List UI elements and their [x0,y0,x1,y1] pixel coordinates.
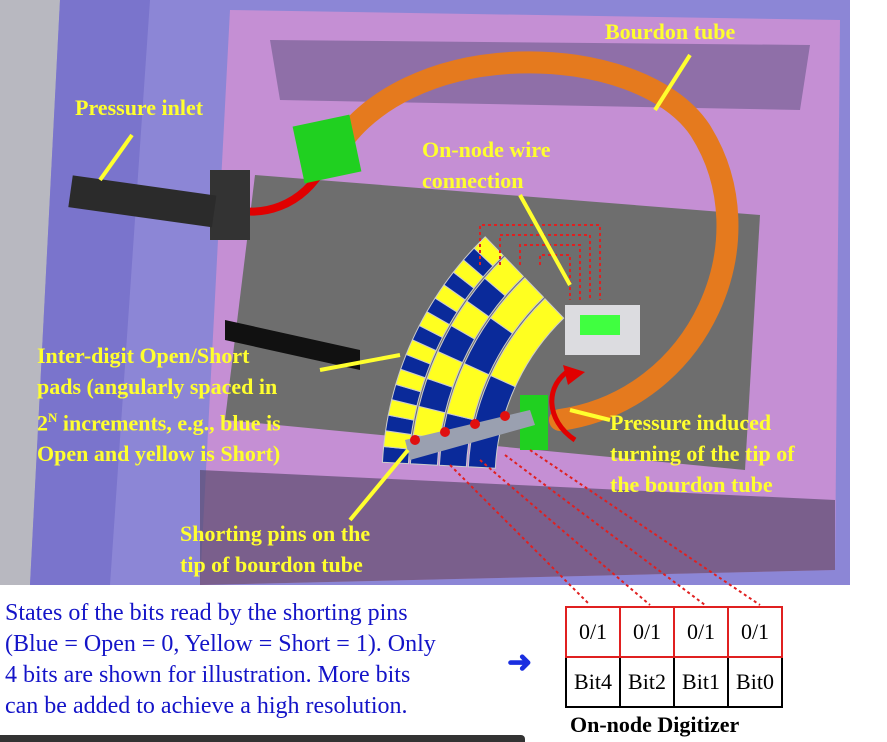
label-line: Open and yellow is Short) [37,441,281,467]
shorting-pins [410,411,510,445]
bit-value: 0/1 [565,606,621,658]
shorting-pin-bar [405,410,535,460]
bit-name: Bit4 [565,656,621,708]
frame-edge [30,0,150,585]
note-line: States of the bits read by the shorting … [5,600,408,626]
label-wire-connection: On-node wire connection [422,134,551,196]
bit-names-row: Bit4 Bit2 Bit1 Bit0 [565,656,783,708]
label-shorting-pins: Shorting pins on the tip of bourdon tube [180,518,370,580]
enclosure-front [200,470,835,585]
board-edge [225,320,360,370]
bit-value: 0/1 [673,606,729,658]
label-line: tip of bourdon tube [180,552,363,577]
pad-segment [484,256,525,297]
bourdon-tube [319,51,739,431]
bit-name: Bit0 [727,656,783,708]
bit-states-note: States of the bits read by the shorting … [5,598,436,722]
label-line: 2N increments, e.g., blue is [37,402,281,438]
wall [0,0,60,585]
label-line: Inter-digit Open/Short [37,343,250,368]
wire-connections [449,224,761,606]
bit-value: 0/1 [727,606,783,658]
callout-arrows [98,53,692,522]
bit-value: 0/1 [619,606,675,658]
turning-arrow [549,367,577,443]
bottom-bar [0,735,525,742]
label-line: connection [422,168,524,193]
label-pressure-inlet: Pressure inlet [75,95,204,120]
note-line: (Blue = Open = 0, Yellow = Short = 1). O… [5,631,436,657]
label-line: the bourdon tube [610,472,773,497]
digitizer-caption: On-node Digitizer [570,712,740,737]
inlet-fitting [210,170,250,240]
label-text: increments, e.g., blue is [57,410,281,436]
enclosure-wall [270,40,810,110]
exponent: N [48,410,58,425]
label-line: On-node wire [422,137,551,162]
label-line: pads (angularly spaced in [37,374,278,399]
bit-name: Bit2 [619,656,675,708]
bit-values-row: 0/1 0/1 0/1 0/1 [565,606,783,658]
label-line: Pressure induced [610,410,772,435]
label-pressure-turning: Pressure induced turning of the tip of t… [610,407,795,500]
pad-segment [489,277,545,335]
label-line: Shorting pins on the [180,521,371,546]
base: 2 [37,410,48,436]
digitizer-table: 0/1 0/1 0/1 0/1 Bit4 Bit2 Bit1 Bit0 [565,606,783,708]
label-bourdon-tube: Bourdon tube [605,19,736,44]
pressure-inlet-port [68,175,217,228]
note-line: can be added to achieve a high resolutio… [5,693,408,719]
tube-base-block [292,114,362,184]
chip-display [580,315,620,335]
right-arrow-icon: ➜ [507,646,533,679]
turning-arrow-head [563,365,585,385]
label-line: turning of the tip of [610,441,795,466]
pad-segment [473,236,504,267]
label-pads: Inter-digit Open/Short pads (angularly s… [37,340,281,469]
note-line: 4 bits are shown for illustration. More … [5,662,411,688]
bit-name: Bit1 [673,656,729,708]
pad-segment [490,298,565,388]
